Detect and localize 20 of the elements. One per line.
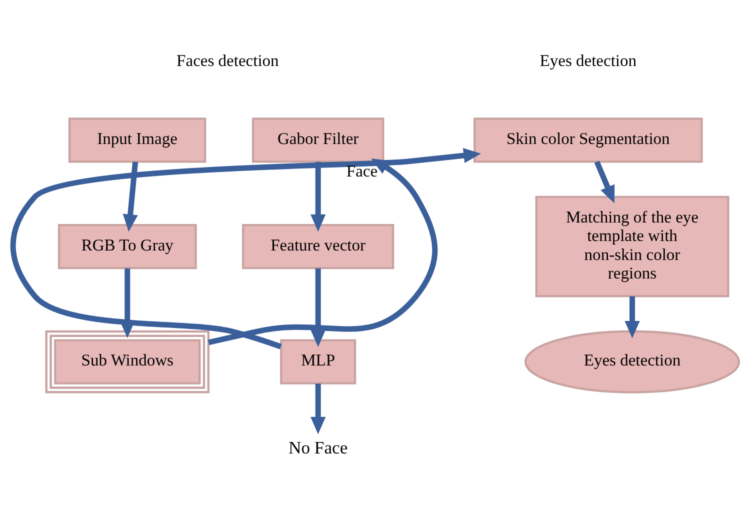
arrow xyxy=(310,268,326,346)
node-box: MLP xyxy=(280,338,356,384)
node-box: Matching of the eye template with non-skin color regions xyxy=(535,195,730,297)
node-ellipse: Eyes detection xyxy=(524,330,740,393)
node-box: Sub Windows xyxy=(45,330,210,393)
node-box: RGB To Gray xyxy=(58,223,197,269)
arrow xyxy=(10,147,482,349)
node-box: Skin color Segmentation xyxy=(474,117,703,162)
label: Eyes detection xyxy=(540,50,637,70)
arrow xyxy=(594,160,615,203)
node-text: No Face xyxy=(288,437,348,458)
arrow xyxy=(624,296,640,338)
node-box: Gabor Filter xyxy=(252,117,384,162)
label: Faces detection xyxy=(176,50,279,70)
node-box: Feature vector xyxy=(242,223,394,269)
node-box: Input Image xyxy=(68,117,206,162)
edge-label: Face xyxy=(346,160,378,180)
arrow xyxy=(122,161,138,232)
arrow xyxy=(310,383,326,434)
arrow xyxy=(310,161,326,232)
